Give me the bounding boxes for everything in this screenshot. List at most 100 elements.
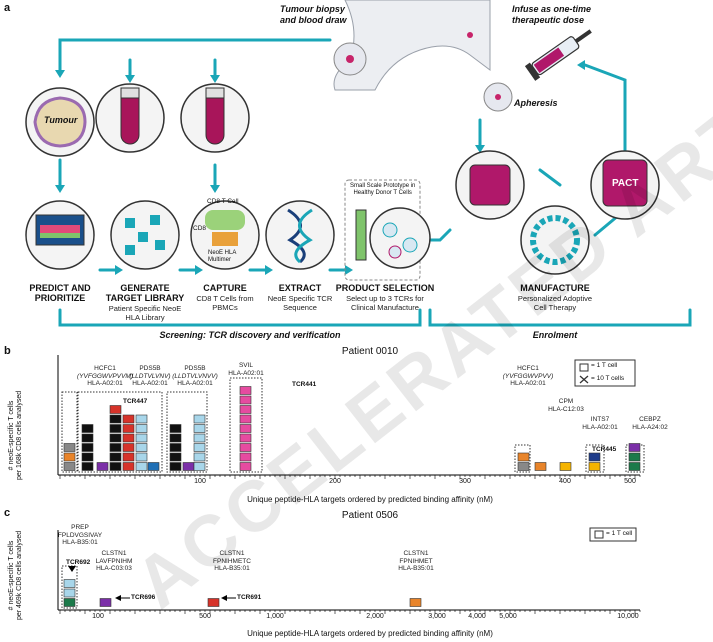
step-predict-title: PREDICT AND PRIORITIZE [29, 283, 91, 303]
b-tick-500: 500 [624, 478, 636, 485]
cell-square [169, 462, 182, 471]
cell-square [96, 462, 109, 471]
cell-square [559, 462, 572, 471]
cell-square [588, 452, 601, 462]
cell-square [135, 443, 148, 452]
cell-square [109, 424, 122, 433]
b-tick-400: 400 [559, 478, 571, 485]
tcr692-label: TCR692 [66, 559, 91, 566]
cell-square [81, 452, 94, 462]
cell-square [109, 443, 122, 452]
cell-square [63, 588, 76, 598]
step-extract-sub: NeoE Specific TCR Sequence [267, 294, 333, 312]
manufacture-sub: Personalized Adoptive Cell Therapy [517, 294, 593, 312]
tcr696-label: TCR696 [131, 594, 156, 601]
cell-square [109, 433, 122, 443]
panel-c-label: c [4, 507, 11, 519]
panel-b-xlabel: Unique peptide-HLA targets ordered by pr… [247, 495, 493, 504]
cell-square [109, 414, 122, 424]
c-tick-3000: 3,000 [428, 613, 446, 620]
tcr691-label: TCR691 [237, 594, 262, 601]
cell-square [99, 598, 112, 607]
cell-square [169, 443, 182, 452]
cell-square [239, 395, 252, 405]
step-generate-sub: Patient Specific NeoE HLA Library [108, 304, 182, 322]
cell-square [63, 579, 76, 588]
cell-square [239, 452, 252, 462]
c-tick-1000: 1,000 [266, 613, 284, 620]
b-peptide-hcfc1-2: HCFC1(YVFGGWVPVV)HLA-A02:01 [502, 365, 554, 387]
step-capture-title: CAPTURE [203, 283, 247, 293]
cell-square [147, 462, 160, 471]
c-tick-2000: 2,000 [366, 613, 384, 620]
cell-square [193, 452, 206, 462]
panel-b-label: b [4, 345, 11, 357]
panel-a-label: a [4, 2, 11, 14]
step-extract-title: EXTRACT [278, 283, 322, 293]
cell-square [122, 433, 135, 443]
tumour-label: Tumour [44, 115, 78, 125]
enrolment-label: Enrolment [532, 330, 578, 340]
cell-square [122, 452, 135, 462]
neoe-hla-label: NeoE HLA Multimer [208, 250, 237, 263]
cell-square [63, 598, 76, 607]
c-tick-10000: 10,000 [617, 613, 639, 620]
panel-c-legend-1: = 1 T cell [606, 530, 633, 537]
b-peptide-pds5b-1: PDS5B(LLDTVLVNV)HLA-A02:01 [129, 365, 171, 387]
cell-square [135, 424, 148, 433]
cell-square [628, 443, 641, 452]
infuse-label: Infuse as one-time therapeutic dose [512, 4, 592, 25]
b-tick-100: 100 [194, 478, 206, 485]
pact-label: PACT [612, 178, 639, 189]
cell-square [534, 462, 547, 471]
cell-square [122, 424, 135, 433]
cell-square [135, 414, 148, 424]
cell-square [588, 462, 601, 471]
cell-square [193, 433, 206, 443]
cell-square [207, 598, 220, 607]
panel-b-legend-1: = 1 T cell [591, 362, 618, 369]
cell-square [63, 443, 76, 452]
panel-c-xlabel: Unique peptide-HLA targets ordered by pr… [247, 629, 493, 638]
cell-square [628, 462, 641, 471]
step-generate-title: GENERATE TARGET LIBRARY [105, 283, 185, 303]
c-tick-500: 500 [199, 613, 211, 620]
b-peptide-hcfc1: HCFC1(YVFGGWVPVVM)HLA-A02:01 [77, 365, 133, 387]
cell-square [169, 433, 182, 443]
small-scale-label: Small Scale Prototype in Healthy Donor T… [350, 183, 416, 196]
cell-square [193, 424, 206, 433]
cell-square [239, 405, 252, 414]
panel-b-legend-10: = 10 T cells [591, 375, 625, 382]
c-tick-100: 100 [92, 613, 104, 620]
cell-square [81, 424, 94, 433]
cell-square [63, 462, 76, 471]
step-product-sub: Select up to 3 TCRs for Clinical Manufac… [346, 294, 424, 312]
panel-c-title: Patient 0506 [341, 510, 399, 521]
cell-square [517, 462, 530, 471]
cell-square [239, 424, 252, 433]
b-tick-200: 200 [329, 478, 341, 485]
cd8-label: CD8 [193, 225, 207, 232]
cell-square [63, 452, 76, 462]
cell-square [122, 462, 135, 471]
cell-square [239, 443, 252, 452]
cd8-tcell-label: CD8 T Cell [207, 198, 239, 205]
cell-square [135, 462, 148, 471]
cell-square [109, 452, 122, 462]
screening-label: Screening: TCR discovery and verificatio… [159, 330, 341, 340]
tcr441-label: TCR441 [292, 381, 317, 388]
cell-square [193, 414, 206, 424]
b-tick-300: 300 [459, 478, 471, 485]
cell-square [517, 452, 530, 462]
cell-square [239, 462, 252, 471]
cell-square [109, 405, 122, 414]
